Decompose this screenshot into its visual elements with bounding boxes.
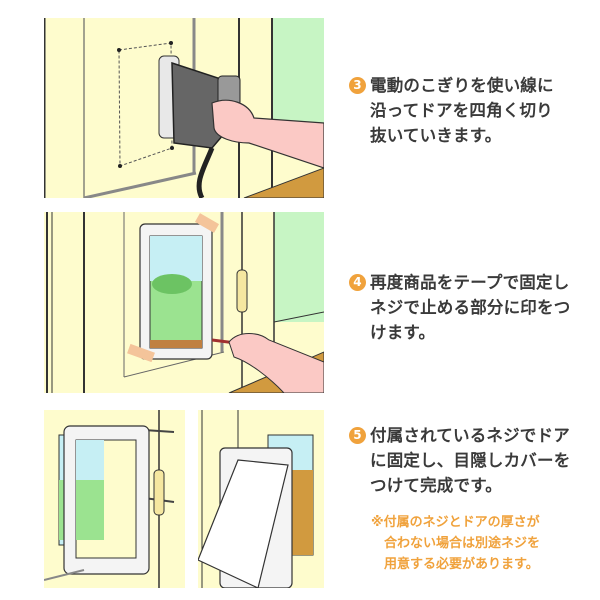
step-number-badge: 4 xyxy=(349,274,366,291)
step-text-line: 抜いていきます。 xyxy=(370,126,502,145)
step-text-line: 再度商品をテープで固定し xyxy=(370,273,570,292)
step-text-line: に固定し、目隠しカバーを xyxy=(370,451,571,470)
step-number-badge: 3 xyxy=(349,77,366,94)
step-text-line: 付属されているネジでドア xyxy=(370,426,570,445)
illustration-step-5-left xyxy=(44,410,185,588)
step-text-line: つけて完成です。 xyxy=(370,476,502,495)
note-line: 合わない場合は別途ネジを xyxy=(384,536,541,551)
step-text-line: 沿ってドアを四角く切り xyxy=(370,101,553,120)
note-line: ※付属のネジとドアの厚さが xyxy=(371,515,540,530)
step-text-line: ネジで止める部分に印をつ xyxy=(370,298,571,317)
illustration-step-5-right xyxy=(198,410,324,588)
step-text-line: 電動のこぎりを使い線に xyxy=(370,76,554,95)
illustration-step-3 xyxy=(44,18,324,198)
step-number-badge: 5 xyxy=(349,427,366,444)
note-line: 用意する必要があります。 xyxy=(384,557,539,572)
screw-note: ※付属のネジとドアの厚さが 合わない場合は別途ネジを 用意する必要があります。 xyxy=(371,512,596,575)
step-text-line: けます。 xyxy=(370,323,436,342)
illustration-step-4 xyxy=(44,212,324,393)
